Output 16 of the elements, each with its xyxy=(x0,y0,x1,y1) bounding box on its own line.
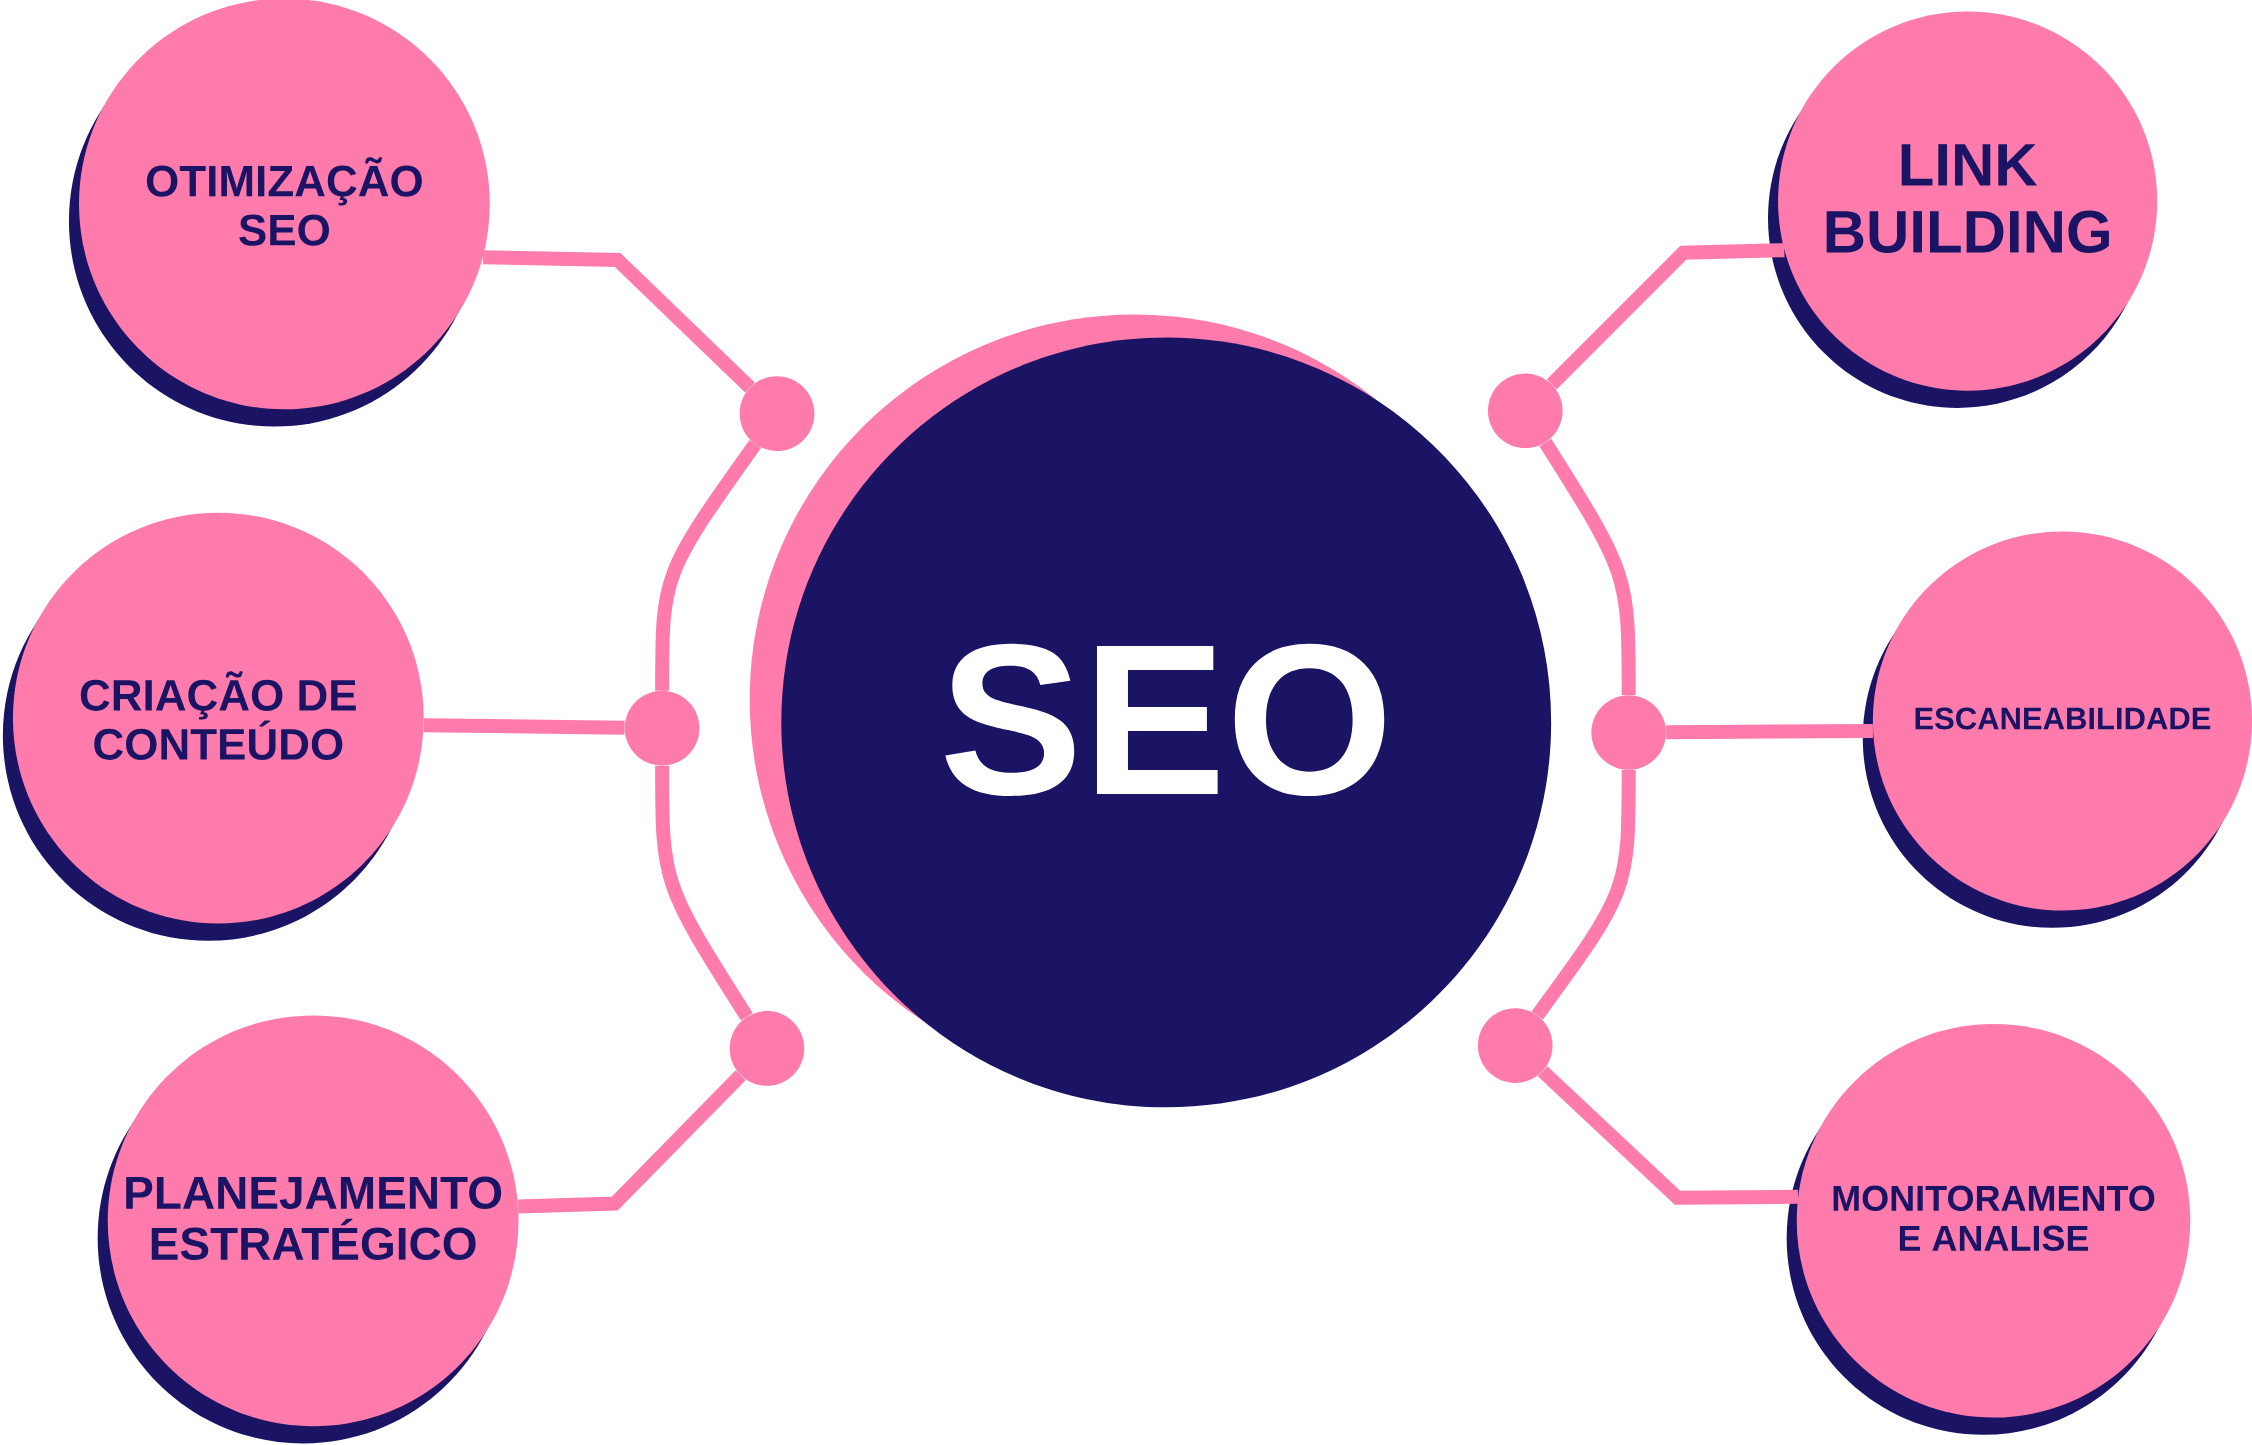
connector-dot xyxy=(624,690,700,766)
connector-dot xyxy=(739,376,815,451)
connector-line xyxy=(482,250,755,393)
connector-line xyxy=(423,718,625,735)
connector-line xyxy=(1546,243,1785,390)
connector-line xyxy=(1666,723,1873,740)
connector-dot xyxy=(1477,1008,1553,1083)
connector-line xyxy=(655,765,753,1021)
connector-dot xyxy=(1487,373,1563,449)
connector-line xyxy=(1539,438,1636,695)
connector-dot xyxy=(1591,695,1667,770)
connector-dot xyxy=(729,1011,805,1086)
connector-line xyxy=(517,1070,746,1214)
connector-line xyxy=(1537,1066,1799,1205)
connector-line xyxy=(655,440,761,691)
connector-line xyxy=(1531,770,1636,1020)
